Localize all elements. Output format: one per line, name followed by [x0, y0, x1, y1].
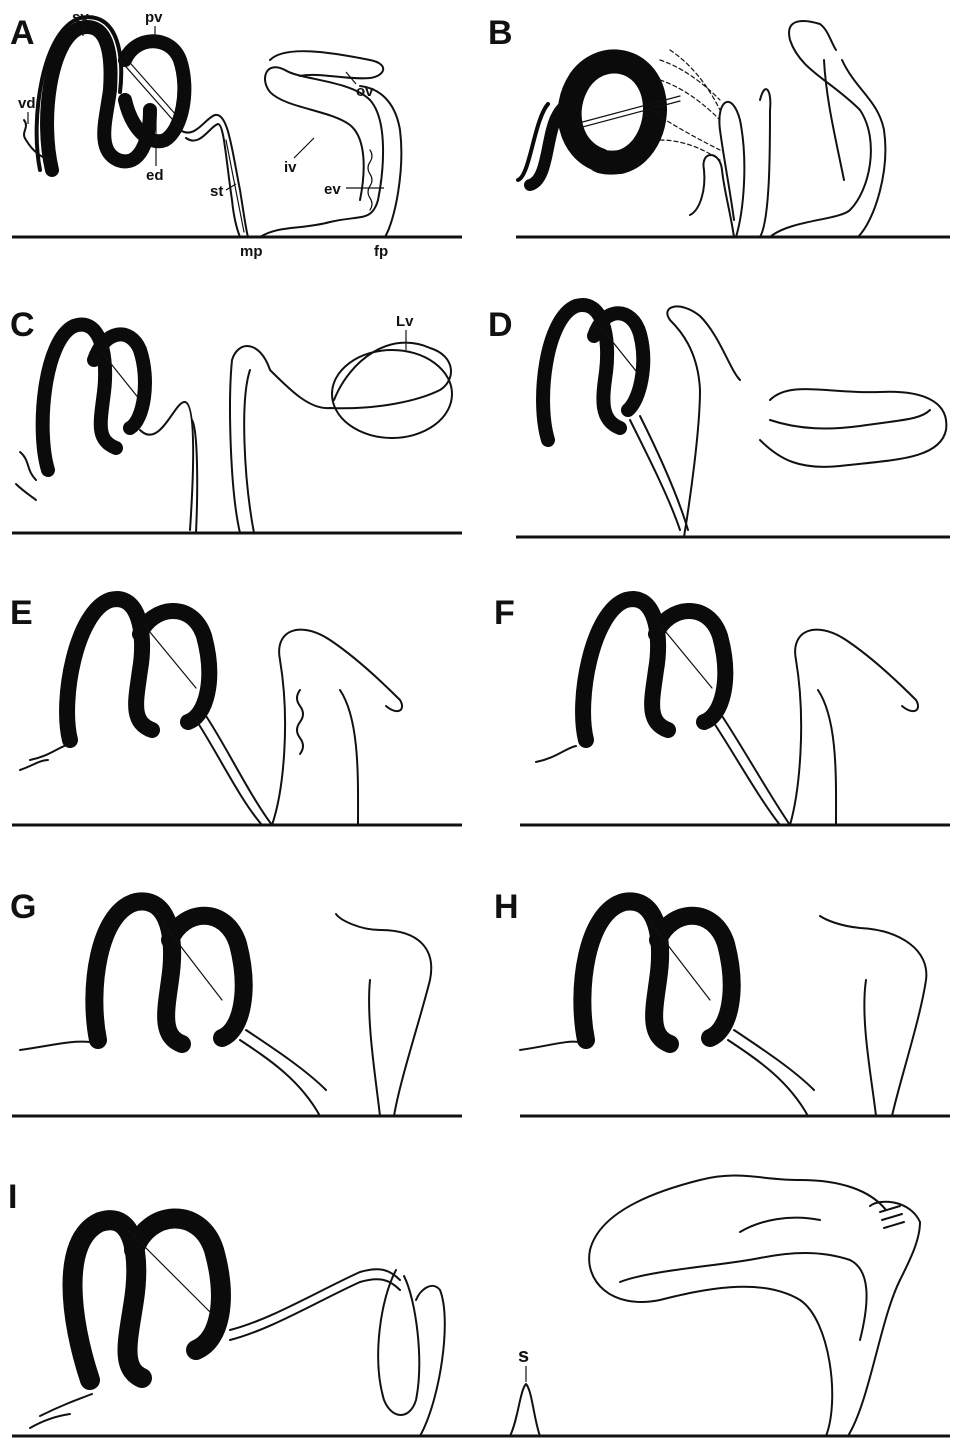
seminal-vesicle-h	[582, 901, 670, 1044]
label-s: s	[518, 1345, 529, 1367]
panel-e: E	[10, 594, 462, 825]
larval-vagina-d	[760, 389, 946, 467]
seminal-vesicle-d	[543, 305, 620, 440]
female-duct-g	[336, 914, 431, 1116]
larval-vagina-c	[332, 350, 452, 438]
panel-letter-i: I	[8, 1178, 17, 1216]
female-duct-i	[589, 1176, 886, 1436]
female-duct-e	[272, 630, 402, 825]
label-iv: iv	[284, 159, 297, 176]
female-duct-f	[790, 630, 918, 825]
panel-letter-h: H	[494, 888, 519, 926]
label-ev: ev	[324, 181, 341, 198]
label-fp: fp	[374, 243, 388, 260]
panel-c: C Lv	[10, 306, 462, 533]
panel-letter-f: F	[494, 594, 515, 632]
panel-letter-e: E	[10, 594, 33, 632]
panel-g: G	[10, 888, 462, 1116]
label-ov: ov	[356, 83, 374, 100]
panel-i: I s	[8, 1176, 950, 1436]
panel-letter-c: C	[10, 306, 35, 344]
panel-letter-a: A	[10, 14, 35, 52]
panel-f: F	[494, 594, 950, 825]
panel-a: A sv pv vd ed st mp iv ev	[10, 9, 462, 260]
panel-letter-g: G	[10, 888, 36, 926]
label-ed: ed	[146, 167, 164, 184]
seminal-vesicle-b	[570, 61, 655, 162]
panel-h: H	[494, 888, 950, 1116]
female-duct-b	[770, 21, 871, 237]
panel-b: B	[488, 14, 950, 237]
panel-letter-d: D	[488, 306, 513, 344]
structure-s	[510, 1384, 540, 1436]
label-st: st	[210, 183, 223, 200]
label-mp: mp	[240, 243, 263, 260]
panel-d: D	[488, 305, 950, 537]
label-pv: pv	[145, 9, 163, 26]
female-duct-h	[820, 916, 926, 1116]
seminal-vesicle-g	[94, 901, 182, 1044]
label-Lv: Lv	[396, 313, 414, 330]
label-sv: sv	[72, 9, 89, 26]
oviduct-region-a	[270, 51, 383, 78]
label-vd: vd	[18, 95, 36, 112]
panel-letter-b: B	[488, 14, 513, 52]
